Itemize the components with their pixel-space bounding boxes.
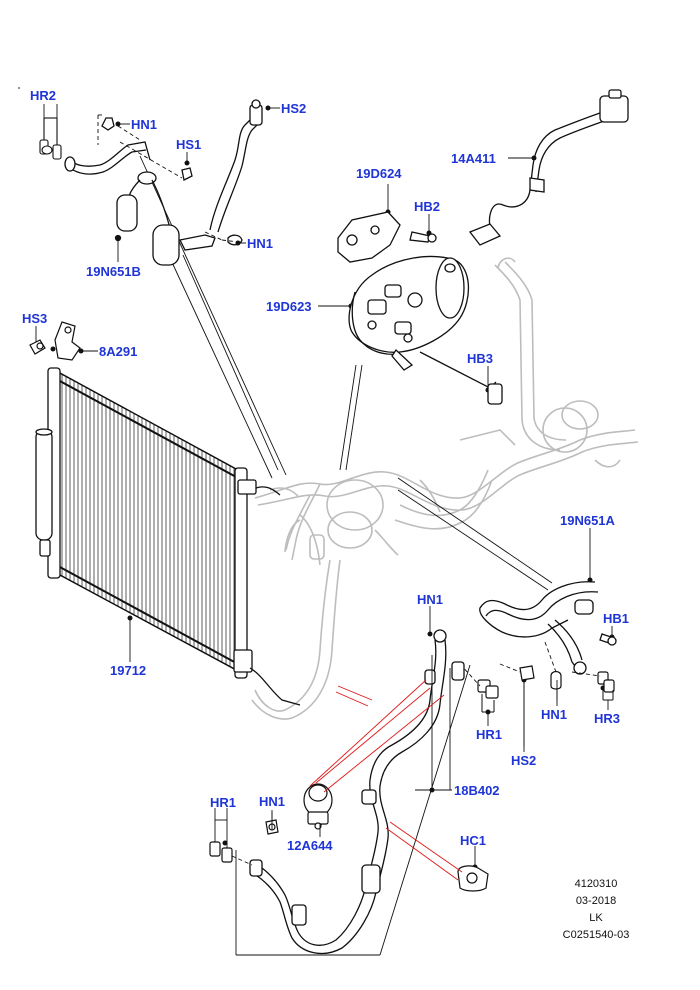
dashed-leaders-top-left <box>97 114 239 243</box>
clip-hc1 <box>457 865 489 892</box>
callout-hs2: HS2 <box>281 101 307 116</box>
callout-14a411: 14A411 <box>451 151 496 166</box>
stamp-line: 4120310 <box>574 878 618 890</box>
callout-hb2: HB2 <box>414 199 441 214</box>
red-leaders <box>309 679 463 881</box>
hose-18b402 <box>249 629 465 955</box>
hose-18b402-bracket <box>235 655 471 956</box>
ghost-assembly <box>251 257 639 720</box>
callout-hn1: HN1 <box>259 794 286 809</box>
bracket-19d624 <box>337 211 437 263</box>
callout-hs3: HS3 <box>22 311 48 326</box>
stamp-line: 03-2018 <box>575 895 617 907</box>
hose-19n651b <box>64 99 263 266</box>
pressure-sensor-12a644 <box>303 783 333 830</box>
callout-hn1: HN1 <box>131 117 158 132</box>
callout-hb1: HB1 <box>603 611 630 626</box>
callout-hb3: HB3 <box>467 351 494 366</box>
callout-hc1: HC1 <box>460 833 487 848</box>
label-leaders <box>35 104 613 867</box>
callout-hn1: HN1 <box>417 592 444 607</box>
callout-hr2: HR2 <box>30 88 57 103</box>
condenser-19712 <box>35 367 301 706</box>
right-fasteners <box>477 665 615 699</box>
callout-19d624: 19D624 <box>356 166 402 181</box>
callout-hs2: HS2 <box>511 753 537 768</box>
callout-19d623: 19D623 <box>266 299 312 314</box>
callout-19n651b: 19N651B <box>86 264 141 279</box>
stamp-line: C0251540-03 <box>562 929 630 941</box>
bracket-8a291 <box>29 321 81 361</box>
callout-8a291: 8A291 <box>99 344 138 359</box>
callout-18b402: 18B402 <box>454 783 500 798</box>
callout-12a644: 12A644 <box>287 838 333 853</box>
hr2-bolts <box>39 117 62 160</box>
bottom-fasteners <box>209 819 279 863</box>
callout-19712: 19712 <box>110 663 147 678</box>
callout-hr1: HR1 <box>210 795 237 810</box>
dashed-leaders-right <box>459 641 601 687</box>
callout-hr1: HR1 <box>476 727 503 742</box>
compressor-19d623 <box>348 255 503 405</box>
pipe-19n651a <box>479 581 617 675</box>
harness-14a411 <box>468 89 629 246</box>
callout-hr3: HR3 <box>594 711 621 726</box>
callout-hn1: HN1 <box>541 707 568 722</box>
callout-19n651a: 19N651A <box>560 513 615 528</box>
callout-hs1: HS1 <box>176 137 202 152</box>
stamp-line: LK <box>589 912 603 924</box>
callout-hn1: HN1 <box>247 236 274 251</box>
